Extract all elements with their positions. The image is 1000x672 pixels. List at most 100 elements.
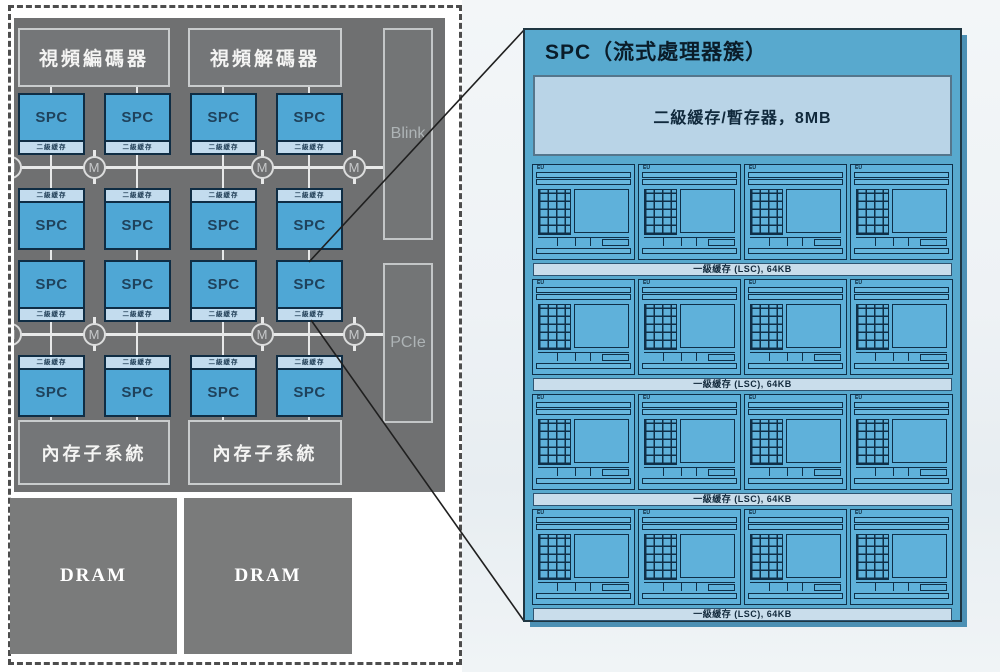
eu-register-bar xyxy=(748,524,843,530)
eu-block: EU xyxy=(850,509,953,605)
eu-core-grid xyxy=(750,534,783,580)
spc-block: SPC 二級緩存 xyxy=(104,260,171,322)
eu-local-memory-box xyxy=(785,189,841,233)
eu-core-grid xyxy=(750,419,783,465)
eu-core-grid xyxy=(644,419,677,465)
eu-sub-box xyxy=(601,469,629,476)
eu-label: EU xyxy=(749,280,756,286)
eu-sub-cell xyxy=(682,238,697,246)
eu-sub-cell xyxy=(558,583,577,591)
eu-core-area xyxy=(750,419,841,465)
spc-label: SPC xyxy=(35,384,68,401)
eu-core-area xyxy=(644,534,735,580)
eu-register-bar xyxy=(536,524,631,530)
eu-bottom-bar xyxy=(854,593,949,599)
eu-sub-cell xyxy=(750,353,771,361)
eu-block: EU xyxy=(850,394,953,490)
eu-local-memory-box xyxy=(785,534,841,578)
spc-label: SPC xyxy=(121,109,154,126)
l2-cache-strip: 二級緩存 xyxy=(106,357,169,370)
eu-sub-cell xyxy=(644,583,665,591)
l2-cache-strip: 二級緩存 xyxy=(20,357,83,370)
eu-core-area xyxy=(538,534,629,580)
eu-bottom-bar xyxy=(854,478,949,484)
eu-sub-cell xyxy=(894,238,909,246)
eu-sub-units xyxy=(856,467,947,476)
eu-bottom-bar xyxy=(536,363,631,369)
spc-block: 二級緩存 SPC xyxy=(104,188,171,250)
eu-register-bar xyxy=(854,524,949,530)
eu-label: EU xyxy=(537,280,544,286)
eu-bottom-bar xyxy=(536,593,631,599)
eu-local-memory-box xyxy=(891,419,947,463)
eu-register-bar xyxy=(642,287,737,293)
eu-register-bar xyxy=(748,402,843,408)
eu-core-area xyxy=(538,419,629,465)
eu-block: EU xyxy=(532,394,635,490)
eu-sub-units xyxy=(644,237,735,246)
spc-label: SPC xyxy=(293,109,326,126)
eu-register-bar xyxy=(536,179,631,185)
eu-sub-cell xyxy=(876,583,895,591)
eu-sub-units xyxy=(538,352,629,361)
eu-local-memory-box xyxy=(891,534,947,578)
l2-cache-strip: 二級緩存 xyxy=(20,140,83,153)
eu-label: EU xyxy=(643,395,650,401)
eu-row-2: EU EU xyxy=(532,279,953,375)
eu-core-grid xyxy=(644,304,677,350)
pcie-block: PCIe xyxy=(383,263,433,423)
eu-sub-cell xyxy=(664,468,683,476)
video-encoder-block: 視頻編碼器 xyxy=(18,28,170,87)
mesh-hline-1 xyxy=(14,166,383,169)
eu-sub-cell xyxy=(770,353,789,361)
eu-register-bar xyxy=(642,402,737,408)
mesh-router-node: M xyxy=(82,155,106,179)
spc-label: SPC xyxy=(35,217,68,234)
eu-core-grid xyxy=(538,534,571,580)
spc-label: SPC xyxy=(121,217,154,234)
eu-core-grid xyxy=(856,534,889,580)
eu-register-bar xyxy=(536,517,631,523)
eu-register-bar xyxy=(748,294,843,300)
spc-block: SPC 二級緩存 xyxy=(276,93,343,155)
mesh-hline-2 xyxy=(14,333,383,336)
eu-register-bar xyxy=(642,294,737,300)
eu-sub-units xyxy=(750,352,841,361)
eu-sub-cell xyxy=(856,468,877,476)
eu-sub-units xyxy=(750,582,841,591)
spc-label: SPC xyxy=(35,276,68,293)
eu-sub-cell xyxy=(894,468,909,476)
eu-sub-box xyxy=(707,584,735,591)
eu-block: EU xyxy=(532,164,635,260)
eu-label: EU xyxy=(855,395,862,401)
eu-register-bar xyxy=(642,172,737,178)
l2-cache-strip: 二級緩存 xyxy=(192,140,255,153)
eu-sub-cell xyxy=(682,468,697,476)
eu-sub-box xyxy=(813,469,841,476)
eu-block: EU xyxy=(744,279,847,375)
spc-block: 二級緩存 SPC xyxy=(18,355,85,417)
eu-sub-box xyxy=(919,584,947,591)
eu-label: EU xyxy=(643,165,650,171)
eu-core-grid xyxy=(856,304,889,350)
eu-sub-cell xyxy=(876,353,895,361)
eu-sub-units xyxy=(750,237,841,246)
eu-label: EU xyxy=(749,165,756,171)
eu-sub-units xyxy=(856,582,947,591)
eu-core-area xyxy=(856,534,947,580)
eu-register-bar xyxy=(536,172,631,178)
eu-register-bar xyxy=(854,294,949,300)
eu-sub-cell xyxy=(644,468,665,476)
eu-register-bar xyxy=(854,172,949,178)
eu-row-3: EU EU xyxy=(532,394,953,490)
eu-sub-cell xyxy=(538,238,559,246)
eu-sub-cell xyxy=(750,583,771,591)
eu-block: EU xyxy=(638,279,741,375)
eu-register-bar xyxy=(854,409,949,415)
spc-label: SPC xyxy=(207,217,240,234)
eu-sub-cell xyxy=(576,238,591,246)
eu-sub-cell xyxy=(576,583,591,591)
eu-block: EU xyxy=(744,164,847,260)
eu-bottom-bar xyxy=(642,478,737,484)
eu-sub-box xyxy=(707,239,735,246)
